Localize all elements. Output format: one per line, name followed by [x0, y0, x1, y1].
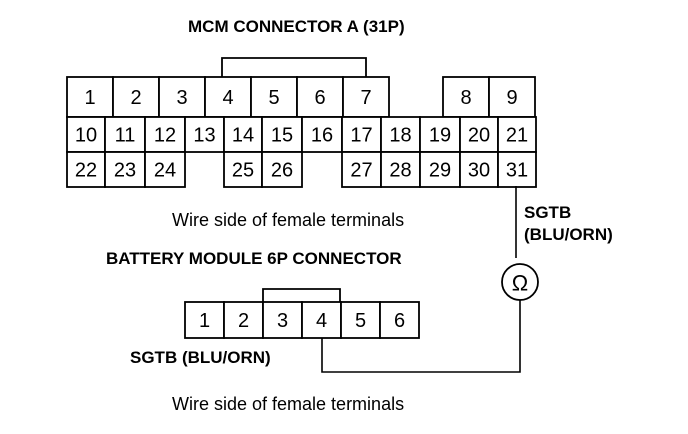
pin-cell [223, 151, 263, 188]
pin-cell [419, 116, 461, 153]
pin-label: 19 [429, 125, 451, 147]
pin-cell [442, 76, 490, 118]
pin-label: 27 [350, 160, 372, 182]
pin-label: 29 [429, 160, 451, 182]
pin-label: 3 [176, 87, 187, 109]
pin-label: 10 [75, 125, 97, 147]
battery-probe-wire [321, 300, 521, 373]
pin-label: 28 [389, 160, 411, 182]
pin-cell [104, 151, 146, 188]
pin-label: 21 [506, 125, 528, 147]
pin-cell [262, 301, 303, 339]
pin-cell [340, 301, 381, 339]
pin-label: 16 [311, 125, 333, 147]
pin-label: 8 [460, 87, 471, 109]
pin-label: 2 [238, 310, 249, 332]
mcm-wire-label-line2: (BLU/ORN) [524, 225, 613, 244]
pin-label: 5 [268, 87, 279, 109]
pin-label: 12 [154, 125, 176, 147]
pin-label: 22 [75, 160, 97, 182]
pin-label: 4 [222, 87, 233, 109]
pin-cell [301, 116, 343, 153]
pin-label: 24 [154, 160, 176, 182]
pin-label: 5 [355, 310, 366, 332]
pin-label: 17 [350, 125, 372, 147]
pin-cell [144, 151, 186, 188]
pin-label: 4 [316, 310, 327, 332]
pin-cell [379, 301, 420, 339]
pin-label: 30 [468, 160, 490, 182]
pin-cell [459, 116, 499, 153]
pin-label: 2 [130, 87, 141, 109]
ohm-symbol: Ω [512, 271, 528, 296]
pin-label: 11 [115, 125, 136, 147]
battery-connector-caption: Wire side of female terminals [172, 394, 404, 414]
pin-cell [497, 151, 537, 188]
mcm-connector-caption: Wire side of female terminals [172, 210, 404, 230]
mcm-lock-tab [221, 57, 367, 77]
pin-cell [341, 151, 382, 188]
mcm-wire-label-line1: SGTB [524, 203, 571, 222]
battery-connector: 1 2 3 4 5 6 [184, 301, 420, 339]
pin-label: 1 [199, 310, 210, 332]
pin-label: 23 [114, 160, 136, 182]
battery-wire-label: SGTB (BLU/ORN) [130, 348, 271, 367]
pin-label: 31 [506, 160, 528, 182]
pin-label: 14 [232, 125, 254, 147]
pin-label: 9 [506, 87, 517, 109]
pin-label: 26 [271, 160, 293, 182]
pin-label: 15 [271, 125, 293, 147]
pin-cell [380, 151, 421, 188]
pin-cell [66, 116, 106, 153]
pin-label: 20 [468, 125, 490, 147]
pin-cell [341, 116, 382, 153]
pin-label: 6 [314, 87, 325, 109]
battery-connector-title: BATTERY MODULE 6P CONNECTOR [106, 249, 402, 268]
pin-cell [261, 151, 303, 188]
pin-cell [184, 116, 225, 153]
pin-label: 25 [232, 160, 254, 182]
mcm-connector-title: MCM CONNECTOR A (31P) [188, 17, 405, 36]
pin-cell [296, 76, 344, 118]
pin-label: 1 [84, 87, 95, 109]
pin-label: 13 [193, 125, 215, 147]
battery-lock-tab [262, 288, 341, 302]
pin-cell [419, 151, 461, 188]
pin-label: 18 [389, 125, 411, 147]
pin-label: 6 [394, 310, 405, 332]
pin-label: 7 [360, 87, 371, 109]
pin-label: 3 [277, 310, 288, 332]
